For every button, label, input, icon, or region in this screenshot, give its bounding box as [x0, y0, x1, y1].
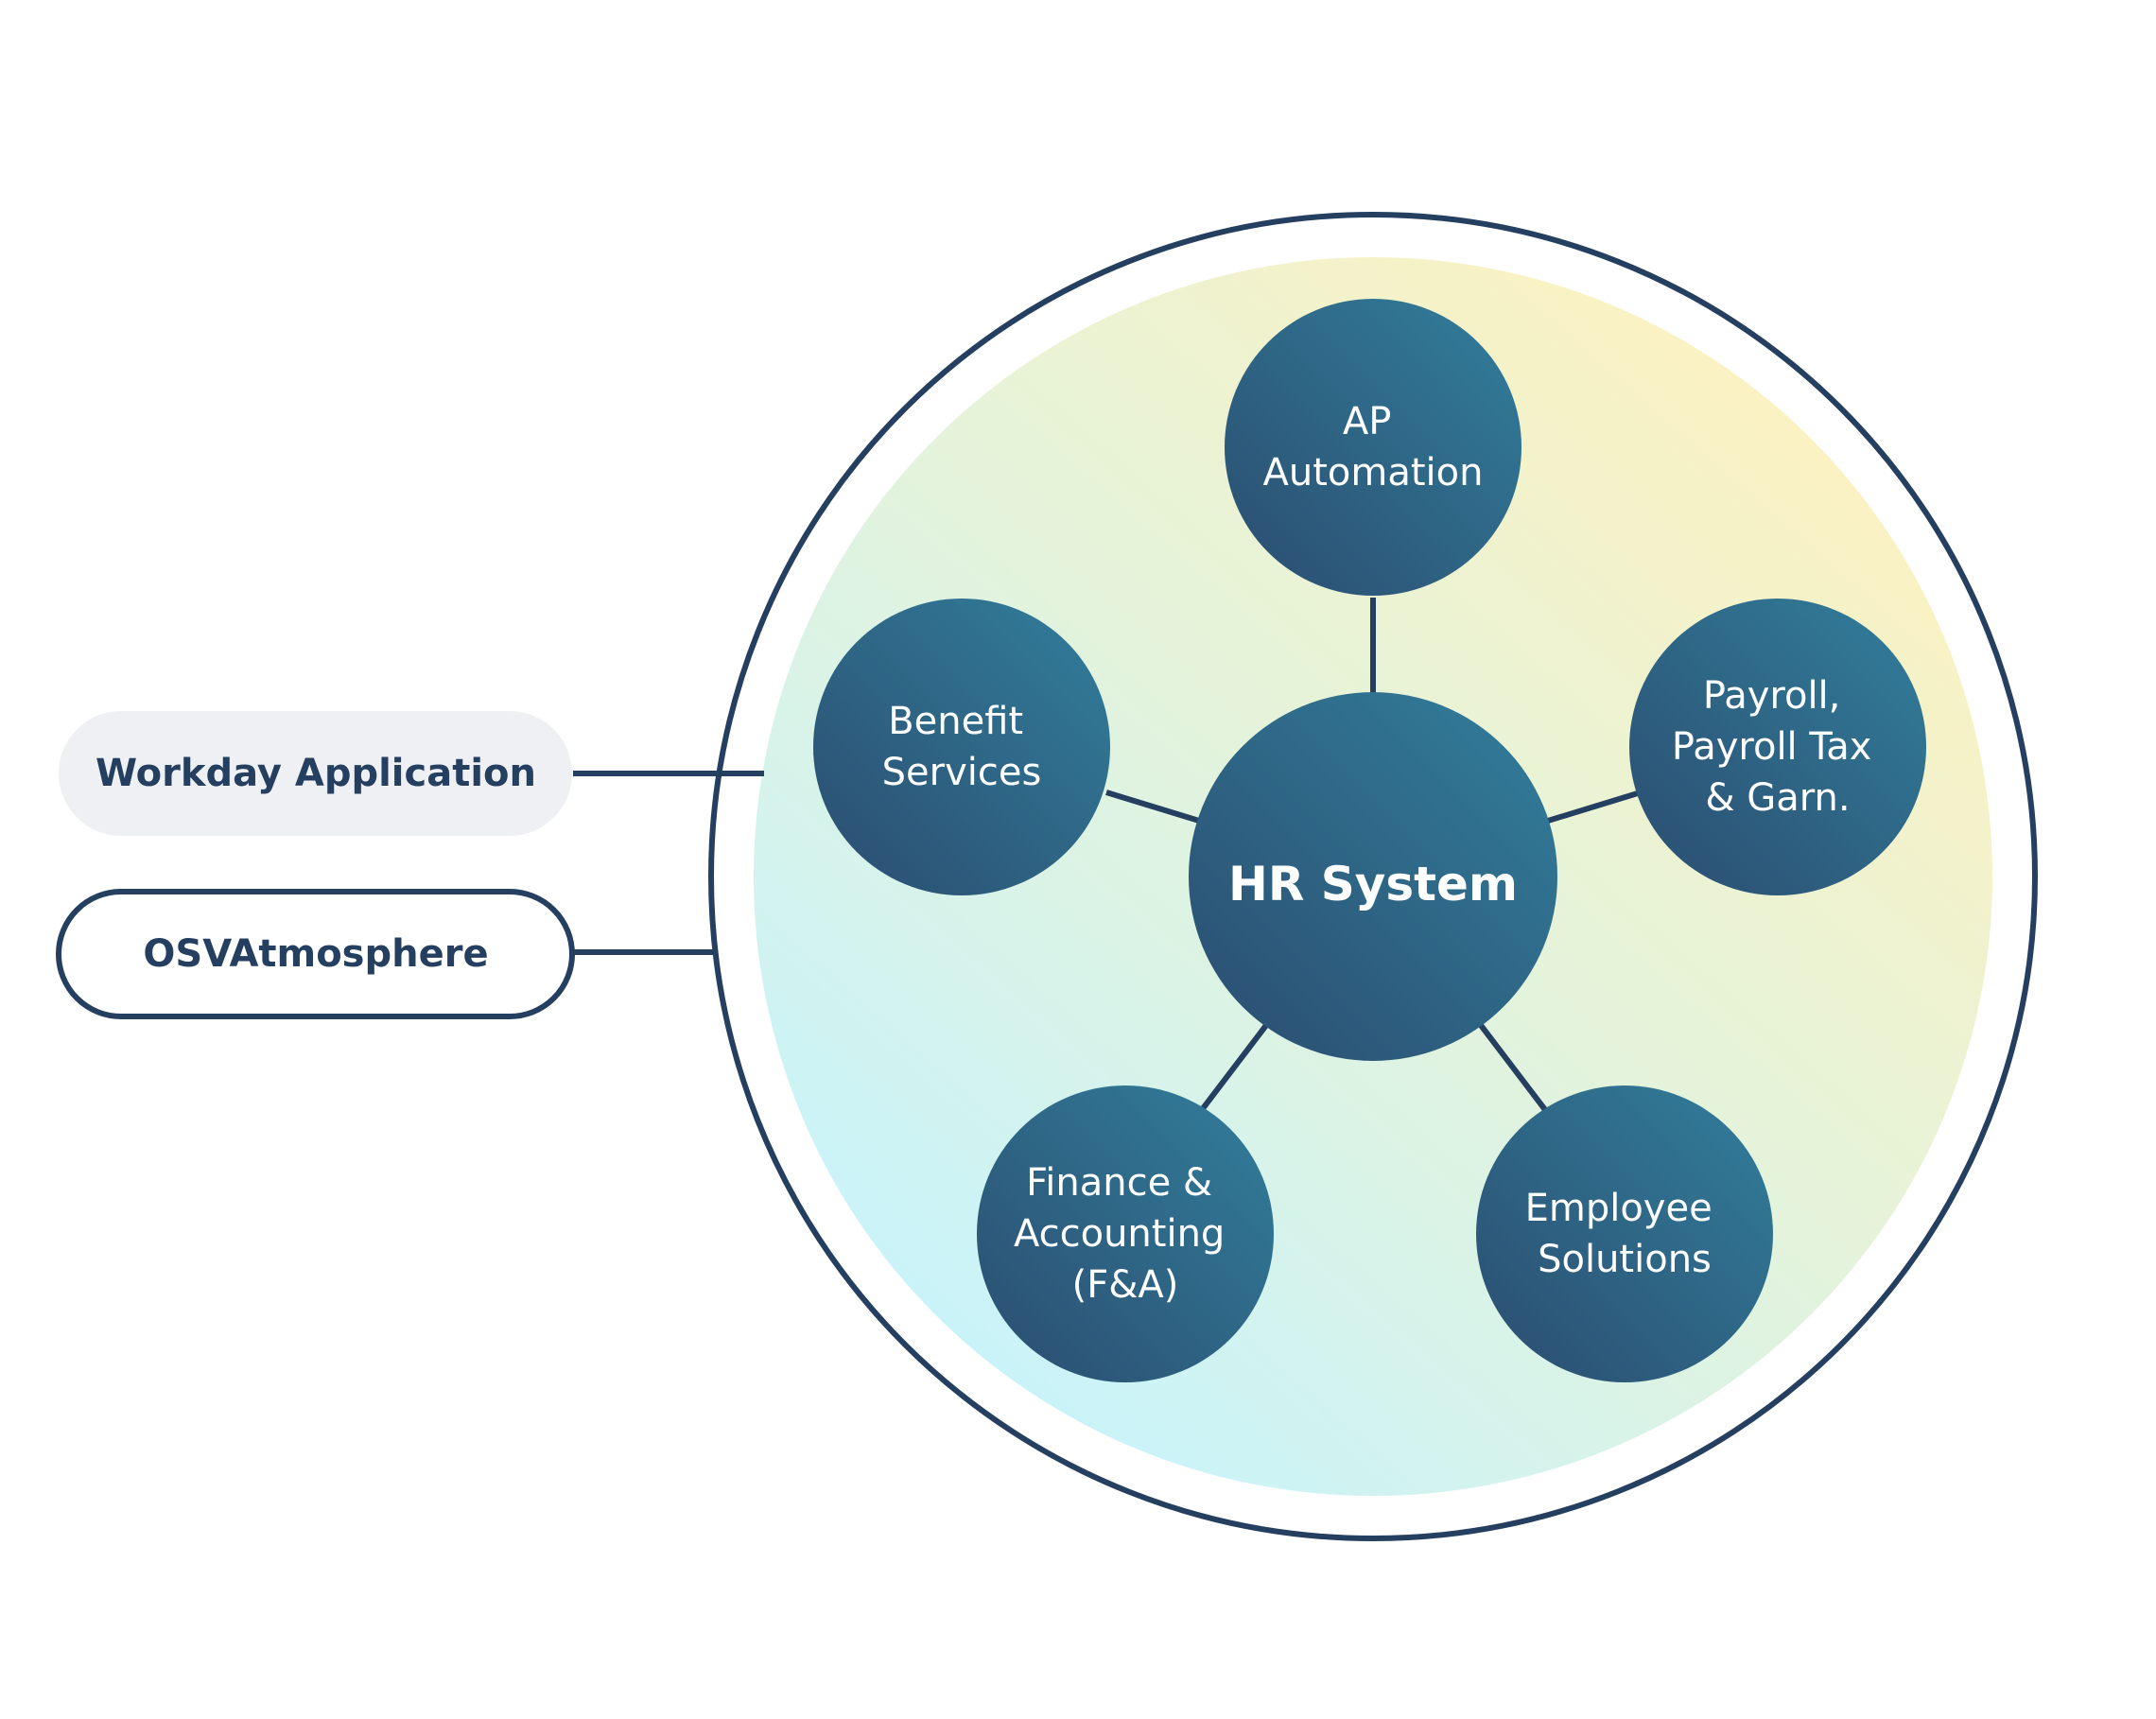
spoke-employee — [1477, 1022, 1549, 1113]
center-hub[interactable]: HR System — [1189, 692, 1557, 1061]
workday-pill-label: Workday Application — [96, 752, 536, 795]
spoke-finance — [1198, 1022, 1270, 1113]
osv-pill-shape — [56, 889, 575, 1019]
spoke-payroll — [1547, 790, 1642, 824]
node-payroll-line-3: & Garn. — [1705, 776, 1850, 820]
node-payroll[interactable]: Payroll, Payroll Tax & Garn. — [1629, 599, 1926, 895]
node-ap-line-1: AP — [1343, 400, 1391, 443]
node-benefit-line-1: Benefit — [888, 700, 1023, 743]
node-finance-line-1: Finance & — [1026, 1161, 1212, 1205]
node-employee-line-2: Solutions — [1538, 1238, 1712, 1281]
node-finance-label: Finance & Accounting (F&A) — [1014, 1161, 1237, 1307]
node-employee-circle — [1476, 1085, 1773, 1382]
node-finance-line-2: Accounting — [1014, 1212, 1225, 1256]
node-benefit-line-2: Services — [882, 751, 1042, 794]
node-finance-circle — [977, 1085, 1274, 1382]
node-ap-circle — [1225, 299, 1521, 596]
center-hub-label: HR System — [1228, 857, 1518, 912]
node-benefit[interactable]: Benefit Services — [813, 599, 1110, 895]
workday-pill-shape — [59, 711, 572, 836]
node-finance-line-3: (F&A) — [1072, 1263, 1179, 1307]
node-payroll-circle — [1629, 599, 1926, 895]
node-employee[interactable]: Employee Solutions — [1476, 1085, 1773, 1382]
node-finance[interactable]: Finance & Accounting (F&A) — [977, 1085, 1274, 1382]
osv-pill[interactable]: OSVAtmosphere — [56, 889, 575, 1019]
node-payroll-line-2: Payroll Tax — [1672, 725, 1871, 769]
workday-pill[interactable]: Workday Application — [59, 711, 572, 836]
node-ap-label: AP Automation — [1263, 400, 1484, 495]
node-benefit-circle — [813, 599, 1110, 895]
osv-pill-label: OSVAtmosphere — [143, 932, 488, 976]
center-hub-circle — [1189, 692, 1557, 1061]
node-employee-label: Employee Solutions — [1525, 1187, 1725, 1281]
spokes — [1105, 598, 1642, 1113]
node-benefit-label: Benefit Services — [882, 700, 1042, 794]
node-ap[interactable]: AP Automation — [1225, 299, 1521, 596]
node-payroll-label: Payroll, Payroll Tax & Garn. — [1672, 674, 1884, 820]
node-ap-line-2: Automation — [1263, 451, 1484, 495]
node-employee-line-1: Employee — [1525, 1187, 1713, 1230]
node-payroll-line-1: Payroll, — [1703, 674, 1841, 718]
spoke-benefit — [1105, 790, 1200, 824]
